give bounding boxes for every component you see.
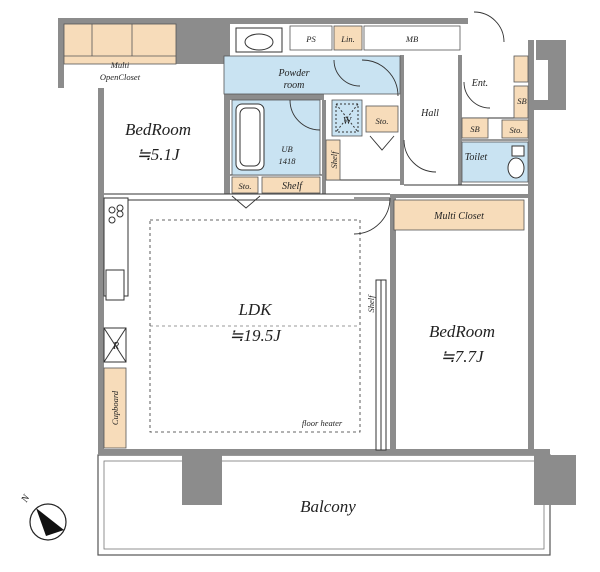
- shoe-box-label-1: SB: [517, 96, 526, 106]
- north-label: N: [19, 492, 33, 505]
- balcony-area: [97, 454, 551, 556]
- unit-bath-label-2: 1418: [279, 156, 297, 166]
- bedroom-2-name: BedRoom: [429, 322, 495, 341]
- storage-areas: [63, 23, 529, 449]
- walls: [58, 18, 576, 505]
- multi-open-closet-label-1: Multi: [110, 60, 130, 70]
- entrance-storage-label: Sto.: [510, 125, 523, 135]
- bedroom-1-area: ≒5.1J: [136, 145, 181, 164]
- fixtures: [103, 27, 525, 451]
- wet-areas: [223, 55, 529, 183]
- toilet-label: Toilet: [465, 152, 488, 163]
- bath-storage-label: Sto.: [376, 116, 389, 126]
- cupboard-label: Cupboard: [110, 390, 120, 425]
- bedroom-1-name: BedRoom: [125, 120, 191, 139]
- hall-shelf-label: Shelf: [329, 150, 339, 169]
- bottom-storage-label: Sto.: [239, 181, 252, 191]
- shoe-box-label-2: SB: [470, 124, 479, 134]
- north-compass: [29, 503, 67, 541]
- multi-open-closet-label-2: OpenCloset: [100, 72, 141, 82]
- ldk-area: ≒19.5J: [229, 326, 282, 345]
- ps-label: PS: [305, 34, 316, 44]
- bottom-shelf-label: Shelf: [282, 181, 303, 192]
- washer-label: W: [343, 116, 353, 127]
- hall-label: Hall: [420, 108, 439, 119]
- entrance-label: Ent.: [471, 78, 488, 89]
- powder-room-label-1: Powder: [277, 68, 309, 79]
- floor-heater-label: floor heater: [302, 418, 343, 428]
- powder-room-label-2: room: [284, 80, 305, 91]
- doors: [231, 11, 505, 235]
- lin-label: Lin.: [340, 34, 354, 44]
- refrigerator-label: R: [112, 341, 119, 352]
- multi-closet-label: Multi Closet: [433, 211, 484, 222]
- ldk-shelf-label: Shelf: [366, 294, 376, 313]
- unit-bath-label-1: UB: [281, 144, 292, 154]
- mb-label: MB: [405, 34, 418, 44]
- ldk-name: LDK: [237, 300, 273, 319]
- balcony-name: Balcony: [300, 497, 356, 516]
- bedroom-2-area: ≒7.7J: [440, 347, 485, 366]
